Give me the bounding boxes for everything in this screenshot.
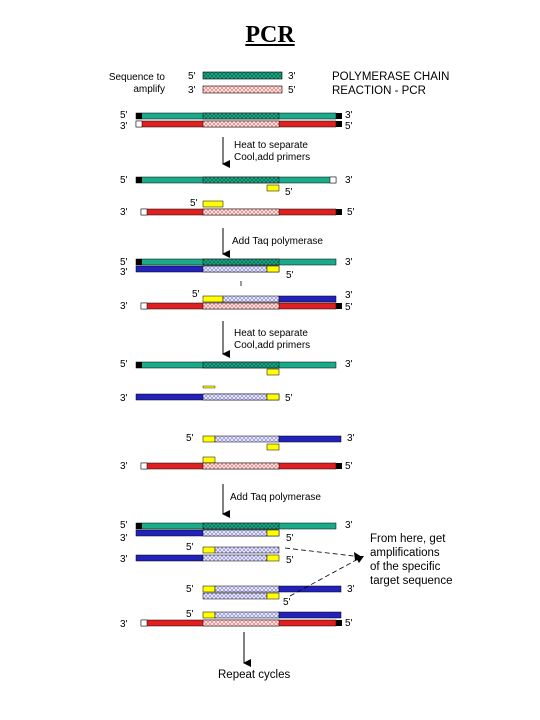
strand-ext-bottom-new: 3' — [202, 290, 353, 303]
svg-text:5': 5' — [120, 175, 128, 186]
primer — [202, 385, 216, 389]
annotation-line-4: target sequence — [370, 575, 452, 587]
svg-text:3': 3' — [345, 110, 353, 121]
strand-original-top: 5' 3' — [120, 110, 353, 121]
strand-ext-bottom-template: 3' 5' — [120, 301, 353, 313]
svg-text:3': 3' — [345, 359, 353, 370]
svg-text:5': 5' — [347, 207, 355, 218]
annotation-line-2: amplifications — [370, 547, 440, 559]
svg-text:5': 5' — [120, 520, 128, 531]
svg-text:3': 3' — [120, 301, 128, 312]
sequence-label-1: Sequence to — [109, 72, 166, 83]
svg-text:5': 5' — [120, 359, 128, 370]
svg-text:5': 5' — [286, 270, 294, 281]
strand-ext-top-template: 5' 3' — [120, 257, 353, 268]
svg-text:5': 5' — [120, 257, 128, 268]
svg-text:3': 3' — [120, 121, 128, 132]
page-title: PCR — [245, 22, 295, 48]
svg-text:3': 3' — [345, 257, 353, 268]
svg-text:5': 5' — [345, 618, 353, 629]
step-cool-1: Cool,add primers — [234, 152, 310, 163]
svg-text:3': 3' — [120, 207, 128, 218]
primer — [266, 368, 280, 376]
strand-separated-bottom: 3' 5' — [120, 207, 355, 218]
step-heat-1: Heat to separate — [234, 140, 308, 151]
primer-end-label: 5' — [186, 542, 194, 553]
strand-final-red-duplex: 5' 3' 5' — [120, 609, 353, 630]
primer — [266, 443, 280, 451]
step-taq-1: Add Taq polymerase — [232, 236, 323, 247]
svg-text:5': 5' — [283, 597, 291, 608]
svg-text:5': 5' — [186, 433, 194, 444]
svg-text:5': 5' — [286, 555, 294, 566]
target-sequence-bottom — [202, 85, 283, 94]
primer — [266, 184, 280, 192]
svg-text:5': 5' — [186, 584, 194, 595]
strand-final-blue-1: 3' 5' — [120, 529, 294, 544]
annotation-line-3: of the specific — [370, 561, 441, 573]
svg-text:3': 3' — [345, 290, 353, 301]
svg-text:3': 3' — [120, 393, 128, 404]
primer-end-label: 5' — [285, 187, 293, 198]
step-taq-2: Add Taq polymerase — [230, 492, 321, 503]
svg-text:5': 5' — [345, 302, 353, 313]
step-repeat: Repeat cycles — [218, 669, 290, 681]
svg-text:3': 3' — [120, 554, 128, 565]
header-end-label: 5' — [188, 71, 196, 82]
diagram-title-1: POLYMERASE CHAIN — [332, 71, 449, 83]
strand-final-duplex-a: 3' 5' — [120, 546, 294, 566]
header-end-label: 3' — [288, 71, 296, 82]
svg-text:5': 5' — [345, 121, 353, 132]
strand-c2-blue-b: 5' 3' — [186, 433, 355, 444]
header-end-label: 5' — [288, 85, 296, 96]
annotation-line-1: From here, get — [370, 533, 446, 545]
diagram-title-2: REACTION - PCR — [332, 85, 426, 97]
annotation-arrowhead — [355, 556, 364, 563]
primer-end-label: 5' — [190, 198, 198, 209]
svg-text:3': 3' — [345, 175, 353, 186]
svg-text:3': 3' — [120, 533, 128, 544]
strand-separated-top: 5' 3' — [120, 175, 353, 186]
annotation-pointer — [289, 557, 361, 597]
target-sequence-top — [202, 71, 283, 80]
annotation-pointer — [284, 547, 363, 558]
strand-c2-blue-a: 3' 5' — [120, 393, 293, 404]
strand-final-duplex-b: 5' 3' 5' — [186, 584, 355, 608]
strand-final-green: 5' 3' — [120, 520, 353, 531]
strand-c2-green: 5' 3' — [120, 359, 353, 370]
svg-text:3': 3' — [345, 520, 353, 531]
svg-text:3': 3' — [120, 267, 128, 278]
svg-text:5': 5' — [286, 533, 294, 544]
step-heat-2: Heat to separate — [234, 328, 308, 339]
primer — [202, 200, 224, 208]
svg-text:5': 5' — [345, 461, 353, 472]
primer-end-label: 5' — [192, 289, 200, 300]
primer — [202, 456, 216, 464]
step-cool-2: Cool,add primers — [234, 340, 310, 351]
strand-original-bottom: 3' 5' — [120, 120, 353, 132]
header-end-label: 3' — [188, 85, 196, 96]
svg-text:5': 5' — [120, 110, 128, 121]
svg-text:3': 3' — [120, 461, 128, 472]
svg-text:5': 5' — [285, 393, 293, 404]
strand-c2-red: 3' 5' — [120, 461, 353, 472]
strand-ext-top-new: 3' 5' — [120, 265, 294, 281]
svg-text:3': 3' — [347, 433, 355, 444]
svg-text:3': 3' — [120, 619, 128, 630]
sequence-label-2: amplify — [133, 84, 165, 95]
svg-text:5': 5' — [186, 609, 194, 620]
svg-text:3': 3' — [347, 584, 355, 595]
